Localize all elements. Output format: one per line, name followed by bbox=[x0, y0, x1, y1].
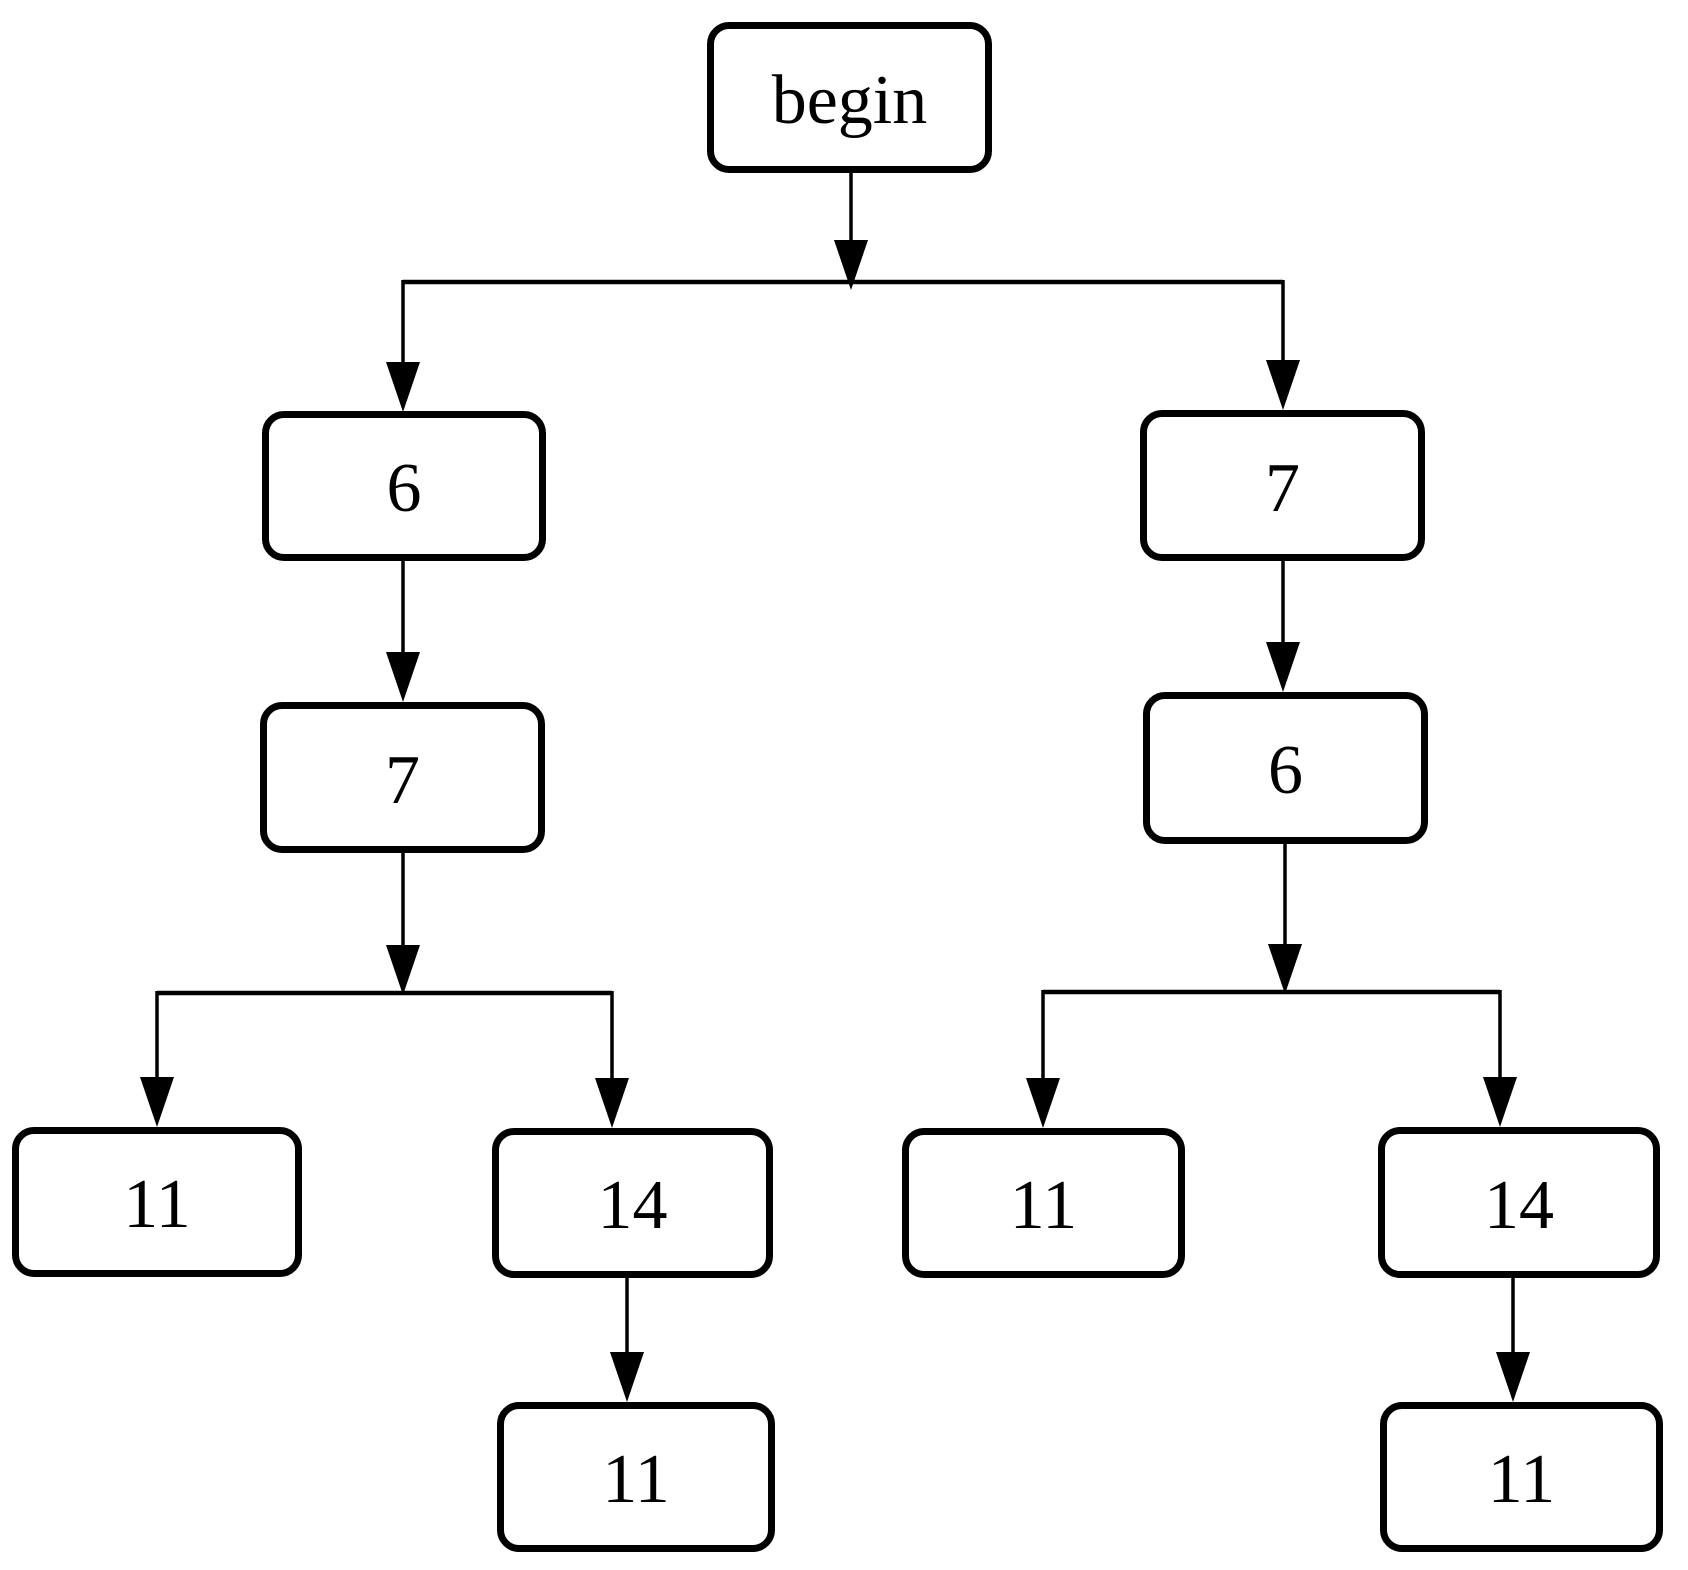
node-left-6: 6 bbox=[262, 411, 546, 561]
edge-begin-split bbox=[386, 172, 1300, 412]
arrowhead-to-left-14 bbox=[595, 1078, 629, 1128]
node-left-14-11-label: 11 bbox=[602, 1441, 670, 1518]
arrowhead-to-left-11 bbox=[140, 1077, 174, 1127]
node-right-14-11-label: 11 bbox=[1487, 1441, 1556, 1518]
arrowhead-to-right-14-11 bbox=[1496, 1352, 1530, 1402]
edge-right-7-to-right-6 bbox=[1266, 560, 1300, 692]
node-begin: begin bbox=[707, 22, 992, 173]
arrowhead-to-right-11 bbox=[1026, 1078, 1060, 1128]
node-left-14-11: 11 bbox=[497, 1402, 775, 1552]
arrowhead-to-right-14 bbox=[1483, 1077, 1517, 1127]
edge-left-7-split bbox=[140, 852, 629, 1128]
edge-right-6-split bbox=[1026, 843, 1517, 1128]
node-left-6-label: 6 bbox=[386, 450, 422, 527]
node-right-11: 11 bbox=[902, 1128, 1185, 1278]
node-right-6-label: 6 bbox=[1268, 732, 1303, 809]
arrowhead-to-left-6 bbox=[386, 362, 420, 412]
node-begin-label: begin bbox=[771, 61, 928, 139]
node-left-7-label: 7 bbox=[385, 741, 420, 819]
node-right-6: 6 bbox=[1143, 692, 1428, 844]
node-left-14-label: 14 bbox=[597, 1167, 668, 1244]
node-right-14: 14 bbox=[1378, 1127, 1660, 1278]
arrowhead-to-right-7 bbox=[1266, 360, 1300, 410]
node-right-14-11: 11 bbox=[1380, 1402, 1663, 1552]
arrowhead-to-left-7 bbox=[386, 652, 420, 702]
arrowhead-to-right-6 bbox=[1266, 642, 1300, 692]
arrowhead-to-left-14-11 bbox=[610, 1352, 644, 1402]
node-right-7: 7 bbox=[1140, 410, 1425, 561]
node-left-14: 14 bbox=[492, 1128, 773, 1278]
node-right-7-label: 7 bbox=[1265, 449, 1300, 527]
edge-left-6-to-left-7 bbox=[386, 560, 420, 702]
node-right-14-label: 14 bbox=[1484, 1166, 1554, 1244]
edge-left-14-to-11 bbox=[610, 1278, 644, 1402]
edge-right-14-to-11 bbox=[1496, 1277, 1530, 1402]
node-right-11-label: 11 bbox=[1009, 1167, 1078, 1244]
node-left-11: 11 bbox=[12, 1127, 302, 1277]
node-left-11-label: 11 bbox=[123, 1166, 191, 1243]
node-left-7: 7 bbox=[260, 702, 545, 853]
